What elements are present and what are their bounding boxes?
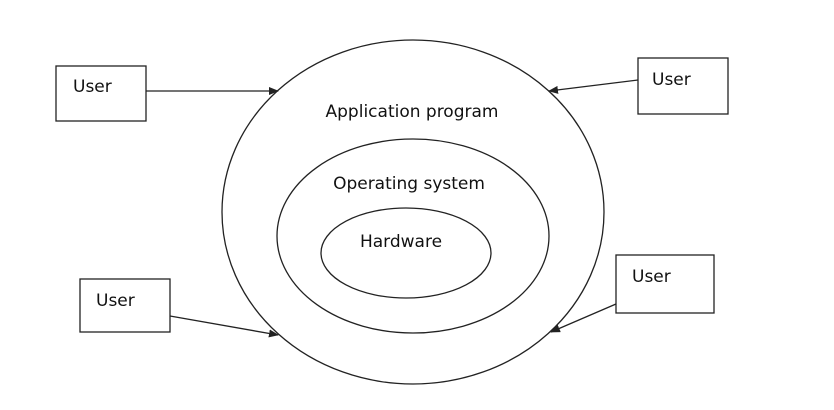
hardware-label: Hardware	[360, 232, 442, 252]
arrow-bottom-left	[169, 315, 279, 338]
arrow-top-right	[548, 79, 639, 94]
user-box-top-right	[637, 57, 729, 115]
operating-system-ellipse	[276, 138, 550, 334]
user-box-bottom-right	[615, 254, 715, 314]
user-label-bottom-right: User	[632, 267, 671, 287]
user-label-bottom-left: User	[96, 291, 135, 311]
operating-system-label: Operating system	[333, 174, 485, 194]
user-label-top-right: User	[652, 70, 691, 90]
application-program-label: Application program	[326, 102, 499, 122]
application-program-ellipse	[221, 39, 605, 385]
user-label-top-left: User	[73, 77, 112, 97]
arrow-bottom-right	[550, 303, 617, 333]
hardware-ellipse	[320, 207, 492, 299]
user-box-bottom-left	[79, 278, 171, 333]
user-box-top-left	[55, 65, 147, 122]
